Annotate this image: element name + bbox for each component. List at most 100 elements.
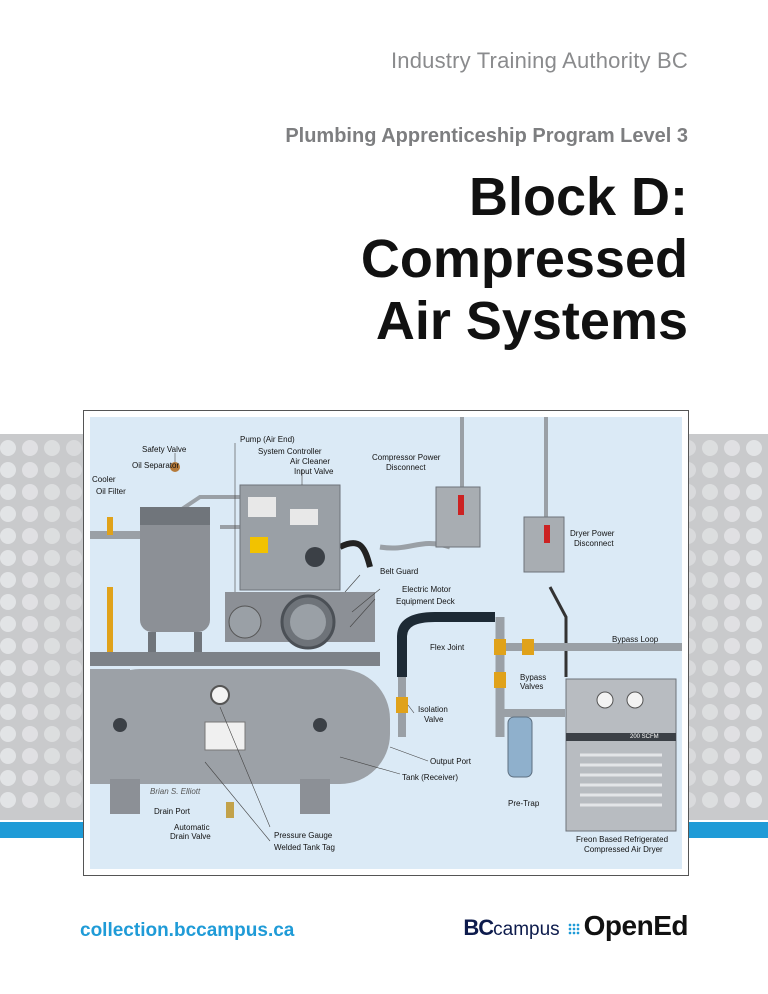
label-dryer-2: Compressed Air Dryer (584, 845, 663, 854)
decorative-dot (66, 748, 82, 764)
decorative-dot (702, 462, 718, 478)
decorative-dot (0, 528, 16, 544)
label-output-port: Output Port (430, 757, 471, 766)
decorative-dot (724, 682, 740, 698)
decorative-dot (66, 484, 82, 500)
decorative-dot (66, 506, 82, 522)
decorative-dot (44, 484, 60, 500)
logo-campus: campus (493, 919, 560, 940)
decorative-dot (44, 528, 60, 544)
label-automatic-drain-2: Drain Valve (170, 832, 211, 841)
decorative-dot (0, 594, 16, 610)
decorative-dot (0, 682, 16, 698)
label-system-controller: System Controller (258, 447, 322, 456)
label-bypass-loop: Bypass Loop (612, 635, 659, 644)
decorative-dot (724, 638, 740, 654)
decorative-dot (0, 704, 16, 720)
label-scfm: 200 SCFM (630, 734, 659, 740)
label-pump: Pump (Air End) (240, 435, 295, 444)
decorative-dot (66, 792, 82, 808)
bccampus-opened-logo: BC campus OpenEd (463, 910, 688, 942)
decorative-dot (66, 616, 82, 632)
decorative-dot (0, 462, 16, 478)
decorative-dot (724, 572, 740, 588)
label-isolation-valve-1: Isolation (418, 705, 448, 714)
decorative-dot (724, 616, 740, 632)
decorative-dot (44, 638, 60, 654)
decorative-dot (44, 550, 60, 566)
decorative-dot (746, 748, 762, 764)
diagram-illustration (90, 417, 682, 842)
decorative-dot (44, 594, 60, 610)
decorative-dot (702, 594, 718, 610)
decorative-dot (66, 682, 82, 698)
decorative-dot (702, 550, 718, 566)
decorative-dot (66, 726, 82, 742)
label-cooler: Cooler (92, 475, 116, 484)
decorative-dot (724, 704, 740, 720)
decorative-dot (66, 572, 82, 588)
label-air-cleaner: Air Cleaner (290, 457, 331, 466)
decorative-dot (22, 792, 38, 808)
decorative-dot (746, 440, 762, 456)
label-compressor-disconnect: Disconnect (386, 463, 426, 472)
label-oil-filter: Oil Filter (96, 487, 126, 496)
decorative-dot (702, 616, 718, 632)
decorative-dot (44, 770, 60, 786)
decorative-dot (44, 704, 60, 720)
decorative-dot (724, 594, 740, 610)
organization-name: Industry Training Authority BC (390, 48, 688, 73)
label-bypass-valves-2: Valves (520, 682, 544, 691)
label-drain-port: Drain Port (154, 807, 191, 816)
decorative-dot (66, 462, 82, 478)
decorative-dot (702, 704, 718, 720)
decorative-dot (724, 484, 740, 500)
decorative-dot (0, 550, 16, 566)
label-dryer-1: Freon Based Refrigerated (576, 835, 669, 844)
decorative-dot (66, 704, 82, 720)
decorative-dot (0, 484, 16, 500)
label-electric-motor: Electric Motor (402, 585, 451, 594)
decorative-dot (702, 484, 718, 500)
decorative-dot (724, 770, 740, 786)
decorative-dot (746, 616, 762, 632)
book-title: Block D: Compressed Air Systems (361, 166, 688, 352)
decorative-dot (44, 440, 60, 456)
decorative-dot (44, 726, 60, 742)
decorative-dot (66, 528, 82, 544)
collection-url: collection.bccampus.ca (80, 920, 295, 941)
decorative-dot (44, 572, 60, 588)
decorative-dot (746, 770, 762, 786)
decorative-dot (22, 440, 38, 456)
decorative-dot (724, 792, 740, 808)
decorative-dot (702, 660, 718, 676)
label-safety-valve: Safety Valve (142, 445, 187, 454)
decorative-dot (22, 572, 38, 588)
decorative-dot (702, 726, 718, 742)
decorative-dot (66, 638, 82, 654)
decorative-dot (702, 792, 718, 808)
decorative-dot (746, 726, 762, 742)
decorative-dot (746, 660, 762, 676)
label-isolation-valve-2: Valve (424, 715, 444, 724)
label-pre-trap: Pre-Trap (508, 799, 540, 808)
decorative-dot (724, 550, 740, 566)
decorative-dot (746, 682, 762, 698)
decorative-dot (22, 616, 38, 632)
decorative-dot (22, 528, 38, 544)
label-dryer-disconnect: Disconnect (574, 539, 614, 548)
decorative-dot (0, 726, 16, 742)
decorative-dot (746, 462, 762, 478)
decorative-dot (746, 550, 762, 566)
label-pressure-gauge: Pressure Gauge (274, 831, 333, 840)
decorative-dot (724, 462, 740, 478)
decorative-dot (724, 726, 740, 742)
decorative-dot (0, 792, 16, 808)
decorative-dot (746, 528, 762, 544)
decorative-dot (44, 682, 60, 698)
label-welded-tank-tag: Welded Tank Tag (274, 843, 335, 852)
decorative-dot (702, 506, 718, 522)
decorative-dot (702, 528, 718, 544)
decorative-dot (22, 748, 38, 764)
decorative-dot (746, 572, 762, 588)
